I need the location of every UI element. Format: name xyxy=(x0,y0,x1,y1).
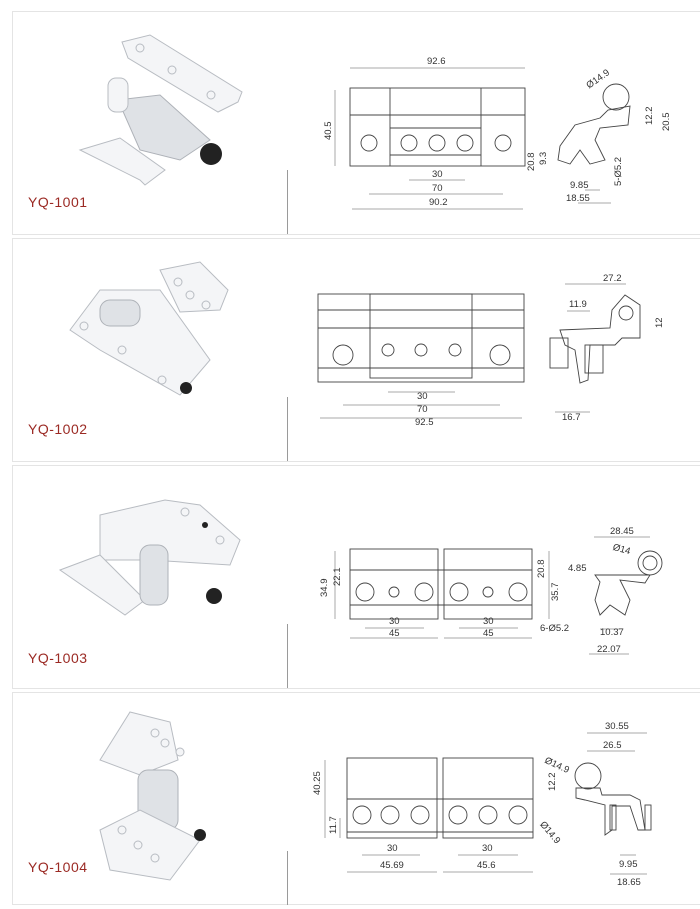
dimension-label: 6-Ø5.2 xyxy=(540,623,570,634)
card-divider xyxy=(287,851,288,905)
dimension-label: 9.85 xyxy=(570,180,589,191)
dimension-label: 30 xyxy=(389,616,400,627)
dimension-label: 30 xyxy=(483,616,494,627)
dimension-label: 40.25 xyxy=(312,771,323,795)
dimension-label: 9.3 xyxy=(538,151,549,165)
hinge-photo-yq-1004 xyxy=(99,711,206,881)
dimension-label: 92.5 xyxy=(415,417,434,428)
dimension-label: 45 xyxy=(389,628,400,639)
dimension-label: 45.69 xyxy=(380,860,404,871)
dimension-label: 18.55 xyxy=(566,193,590,204)
dimension-label: 10.37 xyxy=(600,627,624,638)
dimension-label: 11.9 xyxy=(569,299,587,310)
dimension-label: 12.2 xyxy=(547,772,558,792)
dimension-label: 26.5 xyxy=(603,740,622,751)
dimension-label: 30 xyxy=(387,843,398,854)
card-divider xyxy=(287,170,288,234)
dimension-label: 70 xyxy=(417,404,428,415)
dimension-label: 20.5 xyxy=(661,112,672,132)
hinge-photo-yq-1002 xyxy=(69,261,229,396)
dimension-label: 22.1 xyxy=(332,567,343,587)
hinge-photo-yq-1003 xyxy=(58,499,241,616)
card-divider xyxy=(287,624,288,688)
dimension-label: 12 xyxy=(654,317,665,328)
dimension-label: 35.7 xyxy=(550,582,561,602)
drawing-yq-1003 xyxy=(334,536,663,655)
model-label: YQ-1001 xyxy=(28,194,88,210)
model-label: YQ-1002 xyxy=(28,421,88,437)
dimension-label: 90.2 xyxy=(429,197,448,208)
dimension-label: 5-Ø5.2 xyxy=(613,156,624,186)
dimension-label: 30 xyxy=(482,843,493,854)
dimension-label: 28.45 xyxy=(610,526,634,537)
dimension-label: 18.65 xyxy=(617,877,641,888)
dimension-label: 40.5 xyxy=(323,121,334,141)
dimension-label: 70 xyxy=(432,183,443,194)
dimension-label: 9.95 xyxy=(619,859,638,870)
dimension-label: 16.7 xyxy=(562,412,581,423)
card-divider xyxy=(287,397,288,461)
product-card-yq-1001 xyxy=(12,11,700,235)
drawing-yq-1001 xyxy=(334,67,631,210)
dimension-label: 20.8 xyxy=(536,559,547,579)
dimension-label: 34.9 xyxy=(319,578,330,598)
drawing-yq-1002 xyxy=(317,283,641,419)
product-card-yq-1002 xyxy=(12,238,700,462)
dimension-label: 45.6 xyxy=(477,860,496,871)
dimension-label: 27.2 xyxy=(603,273,622,284)
product-card-yq-1003 xyxy=(12,465,700,689)
dimension-label: 20.8 xyxy=(526,152,537,172)
dimension-label: 12.2 xyxy=(644,106,655,126)
dimension-label: 92.6 xyxy=(427,56,446,67)
drawing-yq-1004 xyxy=(324,732,652,875)
hinge-photo-yq-1001 xyxy=(78,34,243,186)
dimension-label: 45 xyxy=(483,628,494,639)
dimension-label: 4.85 xyxy=(568,563,587,574)
dimension-label: 30 xyxy=(417,391,428,402)
dimension-label: 30.55 xyxy=(605,721,629,732)
product-card-yq-1004 xyxy=(12,692,700,905)
model-label: YQ-1004 xyxy=(28,859,88,875)
dimension-label: 30 xyxy=(432,169,443,180)
dimension-label: 22.07 xyxy=(597,644,621,655)
dimension-label: 11.7 xyxy=(328,816,339,834)
model-label: YQ-1003 xyxy=(28,650,88,666)
